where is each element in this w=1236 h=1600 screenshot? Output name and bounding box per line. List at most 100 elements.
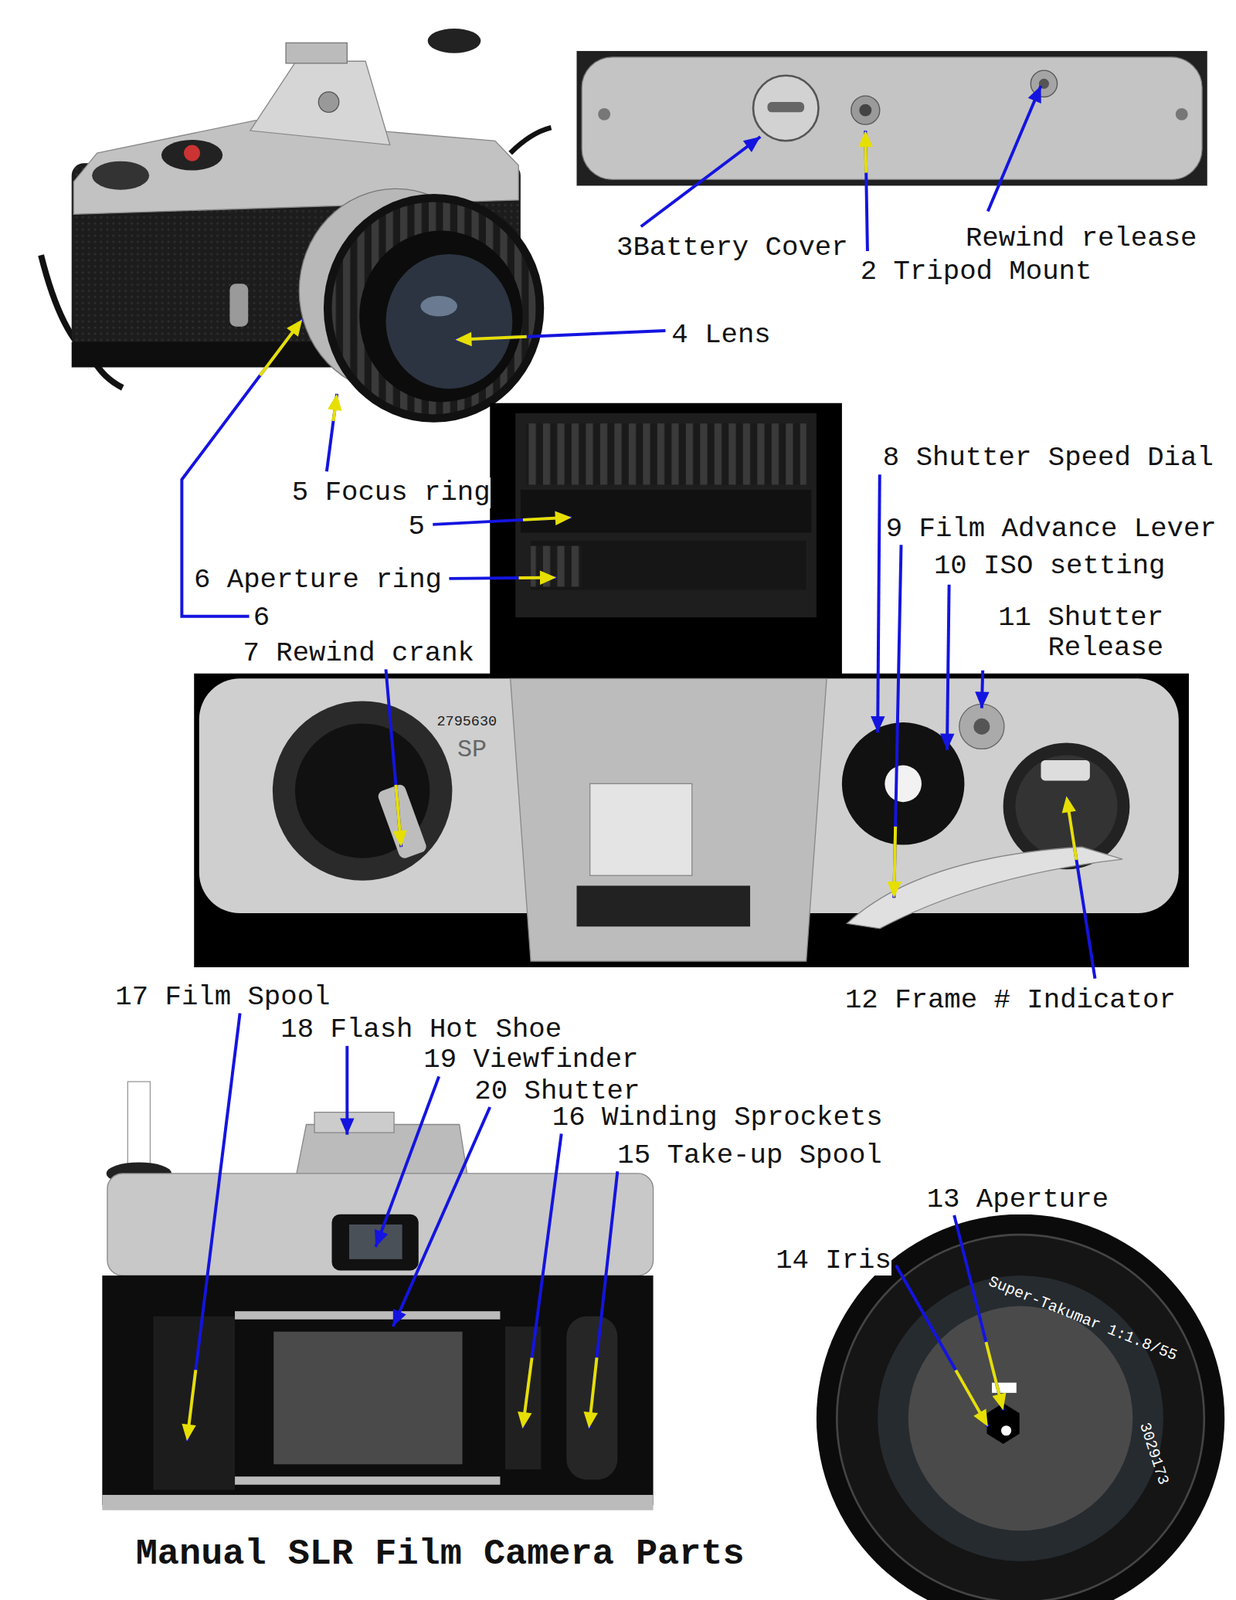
leader-line [877,474,880,733]
lens-front-photo [877,1275,1164,1562]
part-label: 5 [407,511,425,542]
leader-line [985,1341,1001,1400]
bottom-plate-photo [597,108,611,121]
camera-top-photo [193,403,1189,968]
leader-line [584,1411,598,1429]
part-label: 20 Shutter [474,1076,640,1107]
leader-line [465,336,527,340]
lens-inscription: Super-Takumar 1:1.8/55 [985,1273,1180,1366]
camera-top-photo [959,703,1005,749]
leader-line [974,691,989,708]
leader-line [893,544,901,898]
camera-top-photo [510,678,827,961]
serial-number: 2795630 [436,714,497,731]
camera-front-photo [332,202,537,415]
leader-line [286,319,303,337]
camera-top-photo [193,403,1189,968]
bottom-plate-photo [851,95,880,125]
camera-top-photo [376,782,428,860]
camera-back-photo [107,1173,654,1276]
part-label: 5 Focus ring [292,477,491,508]
leader-line [991,1392,1006,1411]
leader-line [1062,795,1077,813]
leader-line [523,1357,532,1419]
leader-line [1066,795,1095,978]
camera-back-photo [234,1310,500,1320]
leader-line [973,1409,988,1427]
leader-line [1028,85,1042,104]
leader-line [260,327,297,376]
leader-line [870,716,885,733]
leader-line [1068,805,1077,860]
camera-back-photo [273,1331,462,1465]
camera-top-photo [842,722,965,845]
lens-front-photo [836,1234,1204,1600]
part-label: 14 Iris [775,1245,892,1276]
leader-line [896,1265,989,1427]
camera-front-photo [183,145,201,162]
part-label: 15 Take-up Spool [617,1140,882,1171]
leader-line [940,733,955,751]
part-label: 18 Flash Hot Shoe [280,1014,562,1045]
leader-line [327,393,342,411]
camera-front-photo [229,283,248,326]
camera-front-photo [386,254,513,389]
camera-top-photo [973,718,990,735]
leader-line [188,1369,197,1431]
part-label: 19 Viewfinder [423,1044,639,1075]
camera-back-photo [234,1476,500,1485]
leader-line [339,1118,354,1135]
camera-back-photo [127,1081,150,1169]
camera-back-photo [101,1275,653,1505]
camera-back-photo [566,1316,618,1480]
part-label: 4 Lens [671,319,771,350]
camera-front-photo [427,28,482,54]
camera-back-photo [152,1316,235,1491]
leader-line [588,1171,618,1429]
leader-line [641,136,761,227]
camera-top-photo [530,546,582,588]
leader-line [517,1411,532,1429]
part-label: 9 Film Advance Lever [886,513,1217,544]
leader-line [955,1369,983,1418]
leader-line [886,881,901,898]
camera-top-photo [884,765,922,803]
leader-line [590,1357,598,1419]
camera-back-photo [101,1494,653,1511]
camera-top-photo [1040,760,1090,781]
bottom-plate-photo [581,57,1203,180]
leader-line [186,1013,241,1441]
leader-line [858,130,873,147]
part-label: 6 Aperture ring [193,564,442,595]
bottom-plate-photo [859,104,872,117]
part-label: 11 Shutter Release [990,602,1165,663]
camera-front-photo [510,127,552,153]
leader-line [395,784,401,837]
camera-back-photo [332,1214,419,1271]
camera-front-photo [250,61,391,145]
part-label: 17 Film Spool [115,981,330,1012]
camera-front-photo [318,91,339,113]
part-label: 13 Aperture [927,1184,1109,1215]
leader-line [455,332,472,347]
camera-front-photo [285,42,347,63]
leader-line [393,1106,490,1327]
part-label: 12 Frame # Indicator [845,984,1176,1016]
part-label: 3Battery Cover [616,232,849,263]
bottom-plate-photo [753,75,819,142]
leader-line [865,130,868,252]
leader-line [522,1133,562,1429]
camera-front-photo [40,28,551,423]
leader-line [455,330,666,340]
camera-top-photo [530,540,807,590]
part-label: 16 Winding Sprockets [552,1102,883,1133]
leader-line [386,668,402,847]
leader-line [181,1423,196,1441]
bottom-plate-photo [1175,108,1189,121]
camera-back-photo [505,1326,541,1470]
leader-line [393,1308,407,1327]
lens-front-photo [1001,1425,1012,1436]
camera-front-photo [91,161,150,191]
camera-front-photo [323,193,544,423]
